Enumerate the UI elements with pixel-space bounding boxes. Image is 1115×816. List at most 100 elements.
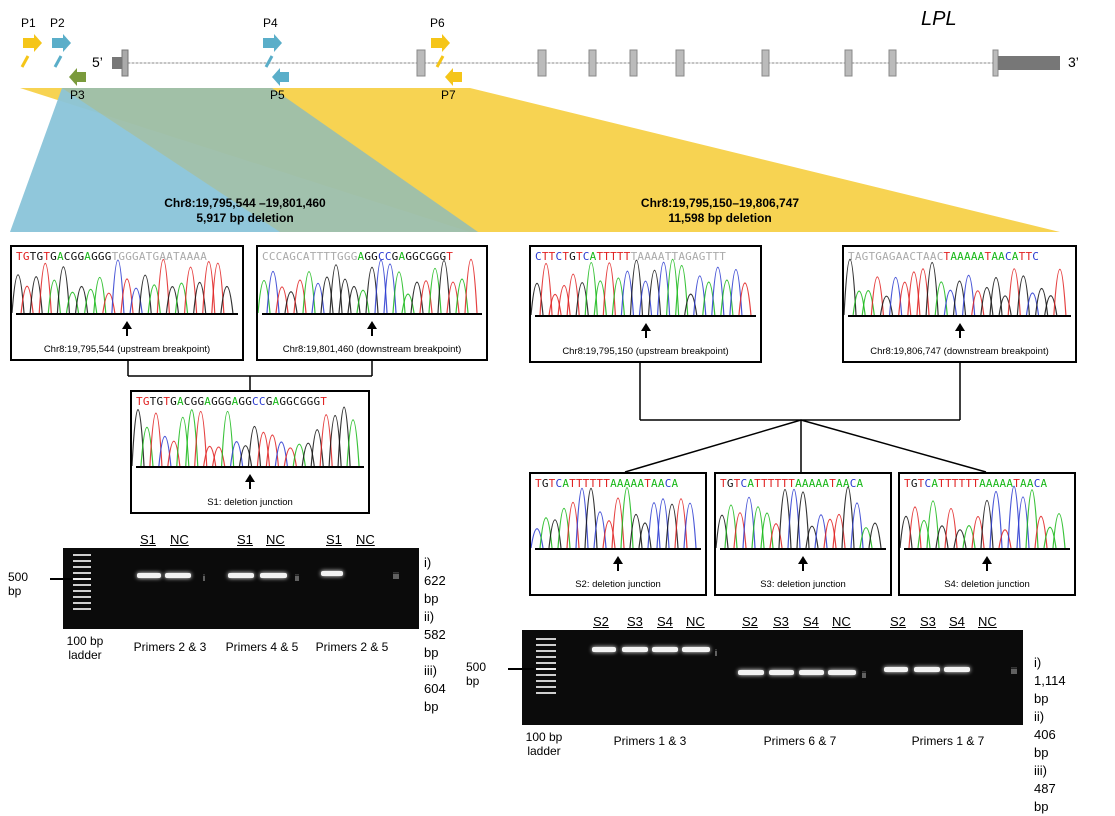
sequence-segment: C (582, 250, 590, 263)
sequence-segment: TT (541, 250, 556, 263)
trace-baseline (904, 548, 1070, 550)
sequence-segment: TT (1018, 250, 1033, 263)
sequence-text: TGTGTGACGGAGGGTGGGATGAATAAAA (16, 250, 207, 263)
lane-label: S4 (803, 614, 819, 629)
sequence-segment: A (231, 395, 239, 408)
sequence-segment: TTTTTT (754, 477, 796, 490)
deletion-left-title: Chr8:19,795,544 –19,801,460 5,917 bp del… (130, 196, 360, 226)
trace-peaks (531, 259, 752, 316)
sequence-segment: A (1040, 477, 1048, 490)
lane-label: S3 (920, 614, 936, 629)
deletion-left-size: 5,917 bp deletion (196, 211, 294, 225)
sequence-segment: A (176, 395, 184, 408)
trace-baseline (720, 548, 886, 550)
sequence-segment: GGCGGG (279, 395, 321, 408)
sequence-segment: A (56, 250, 64, 263)
lane-label: NC (266, 532, 285, 547)
sequence-segment: A (1011, 250, 1019, 263)
sequence-segment: T (829, 477, 837, 490)
sequence-segment: A (84, 250, 92, 263)
chromatogram-caption: S2: deletion junction (575, 579, 661, 590)
sequence-segment: G (541, 477, 549, 490)
marker-tick (508, 668, 534, 670)
sequence-segment: GG (364, 250, 379, 263)
lane-label: NC (356, 532, 375, 547)
trace-baseline (535, 548, 701, 550)
lane-label: S1 (140, 532, 156, 547)
group-label: Primers 1 & 3 (613, 734, 687, 748)
breakpoint-arrow-icon (954, 323, 965, 331)
lane-label: S3 (773, 614, 789, 629)
chromatogram-caption: S3: deletion junction (760, 579, 846, 590)
sequence-segment: A (562, 477, 570, 490)
sequence-segment: G (391, 250, 399, 263)
sequence-segment: T (562, 250, 570, 263)
sequence-segment: A (398, 250, 406, 263)
primer-p5-label: P5 (270, 88, 285, 102)
sequence-segment: T (575, 250, 583, 263)
sequence-segment: A (589, 250, 597, 263)
band-marker: i (203, 573, 205, 583)
sequence-segment: C (555, 250, 563, 263)
lane-label: S3 (627, 614, 643, 629)
breakpoint-arrow-stem (249, 481, 251, 489)
trace-baseline (16, 313, 238, 315)
trace-peaks (531, 487, 697, 549)
sequence-segment: C (740, 477, 748, 490)
sequence-segment: AAAAA (795, 477, 830, 490)
connector-right (624, 361, 987, 473)
sequence-segment: AA (651, 477, 665, 490)
chromatogram-caption: Chr8:19,795,150 (upstream breakpoint) (562, 346, 729, 357)
sequence-segment: AAAAA (979, 477, 1014, 490)
breakpoint-arrow-icon (798, 556, 808, 564)
trace-peaks (258, 259, 478, 314)
size-item: ii) 406 bp (1034, 709, 1056, 760)
breakpoint-arrow-icon (245, 474, 255, 482)
lane-label: S2 (742, 614, 758, 629)
sequence-segment: G (726, 477, 734, 490)
primer-p1-label: P1 (21, 16, 36, 30)
chromatogram-caption: Chr8:19,806,747 (downstream breakpoint) (870, 346, 1049, 357)
lane-label: NC (978, 614, 997, 629)
three-prime-label: 3’ (1068, 54, 1079, 70)
size-item: ii) 582 bp (424, 609, 446, 660)
sequence-segment: TG (149, 395, 164, 408)
breakpoint-arrow-stem (126, 328, 128, 336)
chromatogram-caption: S4: deletion junction (944, 579, 1030, 590)
trace-baseline (136, 466, 364, 468)
five-prime-label: 5’ (92, 54, 103, 70)
sequence-text: TGTGTGACGGAGGGAGGCCGAGGCGGGT (136, 395, 327, 408)
sequence-segment: T (43, 250, 51, 263)
group-label: Primers 2 & 3 (133, 640, 207, 654)
sequence-segment: G (50, 250, 57, 263)
size-item: iii) 487 bp (1034, 763, 1056, 814)
primer-p6-label: P6 (430, 16, 445, 30)
sequence-segment: CC (252, 395, 266, 408)
sequence-segment: T (984, 250, 992, 263)
sequence-segment: T (320, 395, 328, 408)
gel-left: i ii iii (63, 548, 419, 629)
lane-label: NC (170, 532, 189, 547)
primer-p5-icon (272, 68, 289, 86)
sequence-text: TGTCATTTTTTAAAAATAACA (904, 477, 1047, 490)
sequence-segment: GG (405, 250, 419, 263)
band-marker: ii (862, 670, 866, 680)
chromatogram-s4-junction: TGTCATTTTTTAAAAATAACA S4: deletion juncti… (898, 472, 1076, 596)
breakpoint-arrow-stem (986, 563, 988, 571)
exon-3 (537, 49, 547, 77)
sequence-segment: T (644, 477, 652, 490)
breakpoint-arrow-stem (958, 330, 961, 338)
sequence-text: TGTCATTTTTTAAAAATAACA (720, 477, 863, 490)
primer-p4-label: P4 (263, 16, 278, 30)
exon-8 (844, 49, 853, 77)
deletion-right-coords: Chr8:19,795,150–19,806,747 (640, 196, 800, 210)
primer-p3-label: P3 (70, 88, 85, 102)
marker-label: 500 bp (8, 570, 29, 598)
chromatogram-caption: Chr8:19,795,544 (upstream breakpoint) (43, 344, 211, 355)
sequence-segment: TG (29, 250, 44, 263)
breakpoint-arrow-icon (122, 321, 132, 329)
group-label: Primers 6 & 7 (763, 734, 837, 748)
